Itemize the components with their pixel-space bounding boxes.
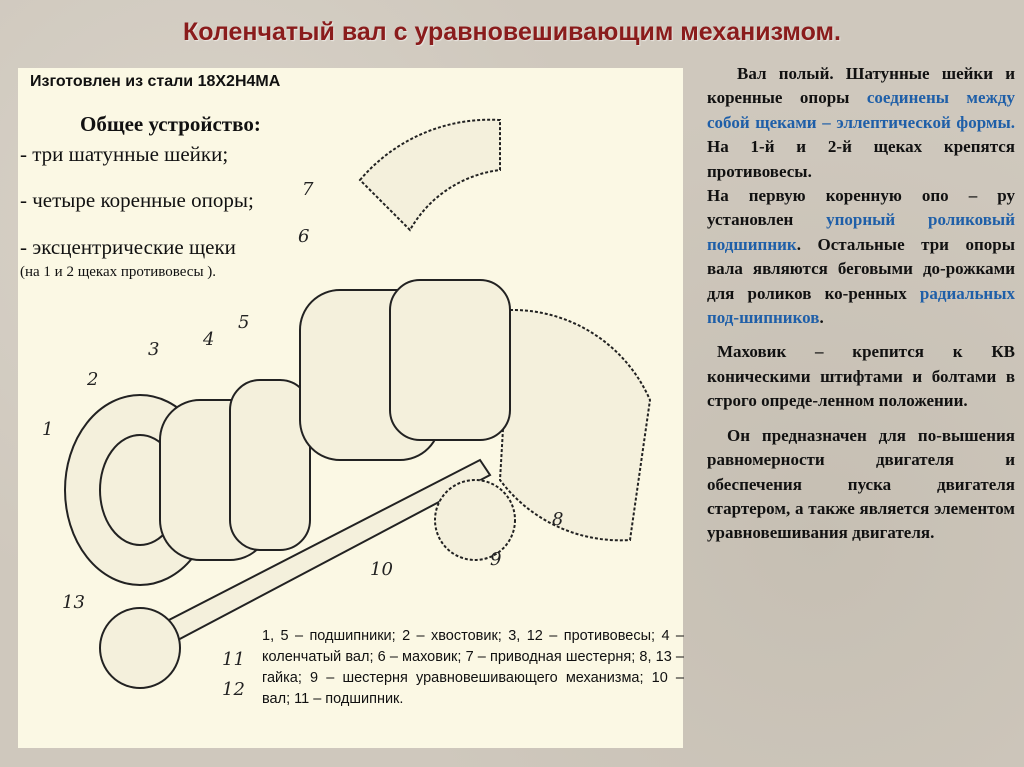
list-item: - четыре коренные опоры; [20, 188, 254, 212]
list-item: - три шатунные шейки; [20, 142, 229, 166]
label-10: 10 [370, 559, 393, 580]
label-4: 4 [202, 329, 214, 350]
list-item: - эксцентрические щеки [20, 235, 236, 259]
paragraph-flywheel: Маховик – крепится к КВ коническими штиф… [707, 342, 1015, 411]
material-heading: Изготовлен из стали 18Х2Н4МА [30, 73, 281, 90]
description-column: Вал полый. Шатунные шейки и коренные опо… [707, 62, 1015, 556]
label-11: 11 [222, 649, 245, 670]
label-7: 7 [302, 179, 314, 200]
slide-title: Коленчатый вал с уравновешивающим механи… [183, 18, 841, 46]
label-3: 3 [148, 339, 159, 360]
label-8: 8 [552, 509, 563, 530]
label-5: 5 [238, 312, 249, 333]
label-6: 6 [298, 226, 309, 247]
label-2: 2 [86, 369, 98, 390]
counterweight-note: (на 1 и 2 щеках противовесы ). [20, 264, 217, 280]
label-9: 9 [490, 549, 501, 570]
label-13: 13 [62, 592, 85, 613]
paragraph-structure: Вал полый. Шатунные шейки и коренные опо… [707, 64, 1015, 328]
label-12: 12 [222, 679, 245, 700]
general-structure-heading: Общее устройство: [80, 112, 261, 136]
label-1: 1 [42, 419, 53, 440]
paragraph-purpose: Он предназначен для по-вышения равномерн… [707, 425, 1015, 543]
diagram-legend: 1, 5 – подшипники; 2 – хвостовик; 3, 12 … [262, 628, 684, 707]
crankshaft-diagram: 1 2 3 4 5 6 7 8 9 10 11 12 13 [42, 118, 652, 700]
